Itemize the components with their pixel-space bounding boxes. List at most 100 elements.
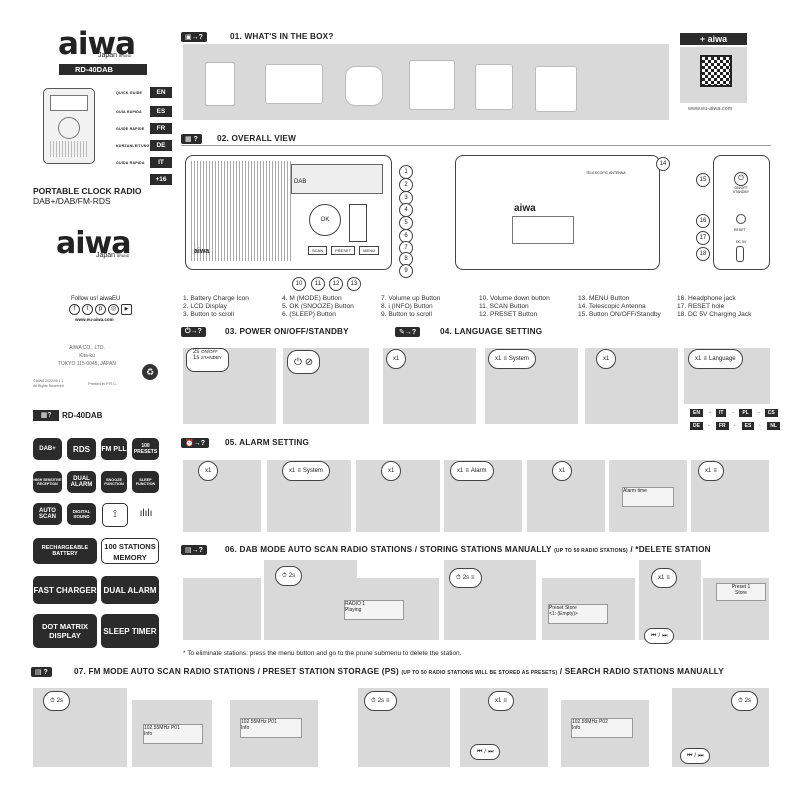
feature-auto-scan: AUTO SCAN bbox=[33, 503, 62, 525]
feature-dual-alarm: DUAL ALARM bbox=[67, 471, 96, 493]
power-icon[interactable]: ⏻ bbox=[734, 172, 748, 186]
sound-wave-icon: ılılı bbox=[139, 508, 153, 519]
feature-dual-alarm-large: DUAL ALARM bbox=[101, 576, 159, 604]
lang-label-it: GUIDA RAPIDA bbox=[116, 161, 145, 165]
s06-icon: ▤→? bbox=[181, 545, 207, 555]
s06-title: 06. DAB MODE AUTO SCAN RADIO STATIONS / … bbox=[225, 545, 711, 554]
twitter-icon[interactable]: t bbox=[82, 304, 93, 315]
box-contents-panel bbox=[183, 44, 669, 120]
side-label-reset: RESET bbox=[734, 228, 746, 232]
feature-battery: RECHARGEABLE BATTERY bbox=[33, 538, 97, 564]
feature-presets: 100 PRESETS bbox=[132, 438, 159, 460]
callout-16: 16 bbox=[696, 214, 710, 228]
model-bar-text: RD-40DAB bbox=[62, 411, 103, 420]
lang-label-en: QUICK GUIDE bbox=[116, 91, 143, 95]
printed-in: Printed in P.R.C. bbox=[88, 381, 118, 386]
dab-note: * To eliminate stations: press the menu … bbox=[183, 650, 462, 657]
side-label-dc: DC 5V bbox=[736, 240, 747, 244]
nav-dial[interactable]: OK bbox=[309, 204, 341, 236]
social-icons: f t p ◎ ▶ bbox=[69, 304, 132, 315]
feature-digital-sound: DIGITAL SOUND bbox=[67, 503, 96, 525]
feature-stations-memory: 100 STATIONS MEMORY bbox=[101, 538, 159, 564]
radio-rear: TELESCOPIC ANTENNA aiwa bbox=[455, 155, 660, 270]
s07-icon: ▤ ? bbox=[31, 667, 52, 677]
lang-code-it[interactable]: IT bbox=[150, 157, 172, 168]
qr-panel bbox=[680, 47, 747, 103]
callout-10: 10 bbox=[292, 277, 306, 291]
top-right-badge: + aiwa bbox=[680, 33, 747, 45]
instagram-icon[interactable]: ◎ bbox=[108, 304, 119, 315]
feature-dab: DAB+ bbox=[33, 438, 62, 460]
bottom-buttons: SCAN PRESET MENU bbox=[308, 246, 379, 255]
s04-icon: ✎→? bbox=[395, 327, 421, 337]
feature-high-sensitive: HIGH SENSITIVE RECEPTION bbox=[33, 471, 62, 493]
side-buttons[interactable] bbox=[349, 204, 367, 242]
s03-title: 03. POWER ON/OFF/STANDBY bbox=[225, 327, 349, 336]
youtube-icon[interactable]: ▶ bbox=[121, 304, 132, 315]
scan-button[interactable]: SCAN bbox=[308, 246, 328, 255]
s03-icon: ⏻→? bbox=[181, 327, 206, 337]
product-subtitle: DAB+/DAB/FM-RDS bbox=[33, 196, 111, 206]
side-label-power: ON/OFF STANDBY bbox=[732, 186, 750, 194]
pinterest-icon[interactable]: p bbox=[95, 304, 106, 315]
language-options: EN→ IT→ PL→ CS DE← FR← ES← NL bbox=[690, 409, 780, 430]
lang-code-fr[interactable]: FR bbox=[150, 123, 172, 134]
lang-code-en[interactable]: EN bbox=[150, 87, 172, 98]
s02-icon: ▦ ? bbox=[181, 134, 202, 144]
lang-code-es[interactable]: ES bbox=[150, 106, 172, 117]
dab-nav-buttons[interactable]: ⏮ / ⏭ bbox=[644, 628, 675, 644]
preset-button[interactable]: PRESET bbox=[331, 246, 356, 255]
model-bar: ▦? bbox=[33, 410, 59, 421]
brand-sub-large: Japan BRAND bbox=[96, 252, 130, 259]
follow-text: Follow us! aiwaEU bbox=[71, 296, 121, 302]
item-pouch bbox=[409, 60, 455, 110]
menu-button[interactable]: MENU bbox=[359, 246, 379, 255]
headphone-icon[interactable] bbox=[736, 214, 746, 224]
item-radio bbox=[205, 62, 235, 106]
callout-12: 12 bbox=[329, 277, 343, 291]
product-title: PORTABLE CLOCK RADIO bbox=[33, 186, 142, 196]
feature-rds: RDS bbox=[67, 438, 96, 460]
charging-port[interactable] bbox=[736, 246, 744, 262]
recycle-icon: ♻ bbox=[142, 364, 158, 380]
section-divider-02 bbox=[181, 145, 771, 146]
feature-dot-matrix: DOT MATRIX DISPLAY bbox=[33, 614, 97, 648]
brand-sub: Japan BRAND bbox=[98, 52, 132, 59]
lang-label-de: KURZANLEITUNG bbox=[116, 144, 150, 148]
fm-nav-buttons-1[interactable]: ⏮ / ⏭ bbox=[470, 744, 501, 760]
s05-title: 05. ALARM SETTING bbox=[225, 438, 310, 447]
radio-side: ⏻ ON/OFF STANDBY RESET DC 5V bbox=[713, 155, 770, 270]
item-usb-cable bbox=[265, 64, 323, 104]
callout-5: 5 bbox=[399, 216, 413, 230]
website-top[interactable]: www.eu-aiwa.com bbox=[688, 106, 733, 112]
item-warranty bbox=[535, 66, 577, 112]
power-icons-bubble: ⏻ ⊘ bbox=[287, 350, 321, 374]
alarm-screen-time: Alarm time bbox=[622, 487, 674, 507]
s01-title: 01. WHAT'S IN THE BOX? bbox=[230, 32, 334, 41]
website-left[interactable]: www.eu-aiwa.com bbox=[75, 317, 114, 322]
item-adapter bbox=[345, 66, 383, 106]
rear-label bbox=[512, 216, 574, 244]
callout-18: 18 bbox=[696, 247, 710, 261]
front-display: DAB bbox=[291, 164, 383, 194]
lang-label-fr: GUIDE RAPIDE bbox=[116, 127, 145, 131]
callout-15: 15 bbox=[696, 173, 710, 187]
s05-icon: ⏰→? bbox=[181, 438, 209, 448]
lang-code-de[interactable]: DE bbox=[150, 140, 172, 151]
lang-label-es: GUÍA RÁPIDA bbox=[116, 110, 142, 114]
callout-4: 4 bbox=[399, 203, 413, 217]
feature-fm-pll: FM PLL bbox=[101, 438, 127, 460]
fm-nav-buttons-2[interactable]: ⏮ / ⏭ bbox=[680, 748, 711, 764]
facebook-icon[interactable]: f bbox=[69, 304, 80, 315]
qr-code[interactable] bbox=[700, 55, 732, 87]
lang-code-more[interactable]: +16 bbox=[150, 174, 172, 185]
callout-11: 11 bbox=[311, 277, 325, 291]
callout-13: 13 bbox=[347, 277, 361, 291]
antenna-icon: ⟟ bbox=[102, 503, 128, 527]
feature-snooze: SNOOZE FUNCTION bbox=[101, 471, 127, 493]
s01-icon: ▣→? bbox=[181, 32, 207, 42]
front-brand: aiwa bbox=[194, 248, 210, 255]
s07-title: 07. FM MODE AUTO SCAN RADIO STATIONS / P… bbox=[74, 667, 724, 676]
